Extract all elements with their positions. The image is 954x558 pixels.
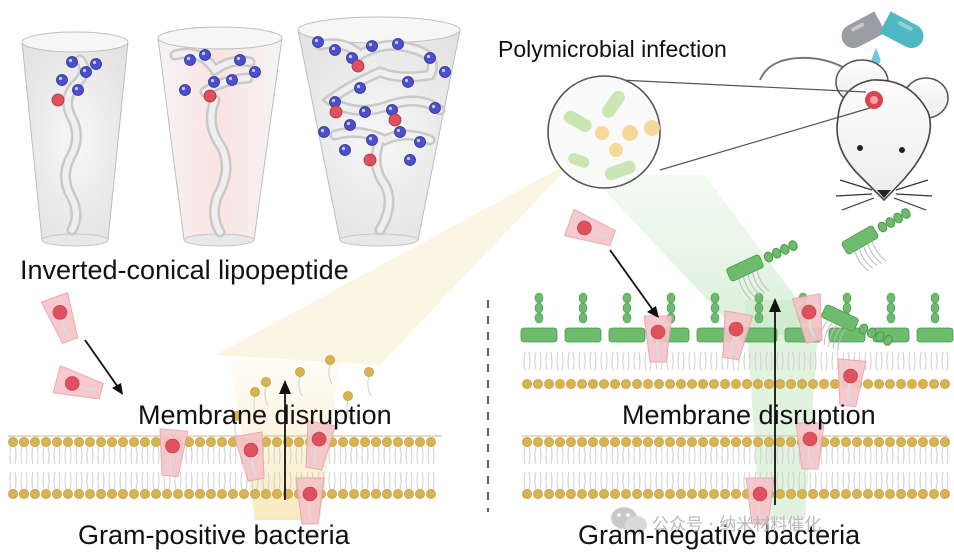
gram-negative-beam bbox=[590, 175, 820, 520]
bacteria-cluster bbox=[563, 90, 660, 181]
figure-title: Polymicrobial infection bbox=[498, 36, 727, 62]
lipopeptide-caption: Inverted-conical lipopeptide bbox=[20, 255, 349, 285]
membrane-disruption-label-left: Membrane disruption bbox=[138, 400, 392, 430]
watermark: 公众号 · 纳米材料催化 bbox=[652, 515, 822, 535]
lipopeptide-cone-2 bbox=[157, 26, 283, 247]
lipopeptide-cone-1 bbox=[21, 31, 129, 247]
lipopeptide-cone-3 bbox=[297, 16, 461, 247]
arrows bbox=[84, 249, 781, 505]
capsule-icon bbox=[841, 11, 924, 92]
mouse-icon bbox=[759, 56, 949, 211]
magnifier bbox=[547, 75, 871, 189]
gram-positive-label: Gram-positive bacteria bbox=[78, 520, 350, 550]
gram-negative-label: Gram-negative bacteria bbox=[578, 520, 861, 550]
amino-acid-atoms bbox=[51, 36, 451, 167]
wechat-icon bbox=[611, 507, 647, 534]
membrane-disruption-label-right: Membrane disruption bbox=[622, 400, 876, 430]
lipopeptide-molecules bbox=[40, 208, 867, 525]
